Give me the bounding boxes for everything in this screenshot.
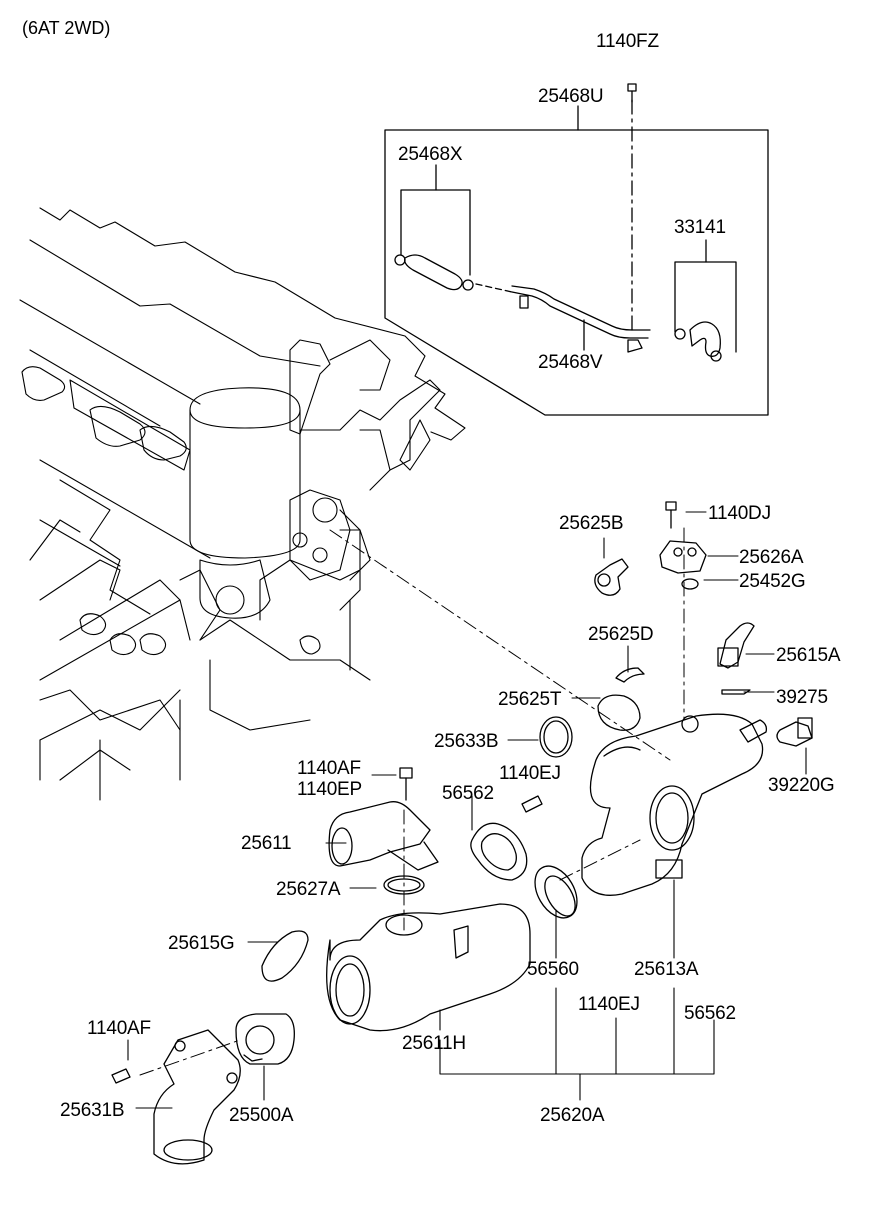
label-56562-top[interactable]: 56562 bbox=[442, 783, 494, 804]
label-25620A[interactable]: 25620A bbox=[540, 1105, 605, 1126]
label-1140EJ-top[interactable]: 1140EJ bbox=[499, 763, 561, 784]
label-25468X[interactable]: 25468X bbox=[398, 144, 463, 165]
label-25625T[interactable]: 25625T bbox=[498, 689, 562, 710]
diagram-variant-header: (6AT 2WD) bbox=[22, 18, 111, 38]
label-25625B[interactable]: 25625B bbox=[559, 513, 624, 534]
label-25615G[interactable]: 25615G bbox=[168, 933, 235, 954]
label-33141[interactable]: 33141 bbox=[674, 217, 726, 238]
label-1140EJ-bottom[interactable]: 1140EJ bbox=[578, 994, 640, 1015]
label-1140AF-top[interactable]: 1140AF bbox=[297, 758, 361, 779]
label-25611[interactable]: 25611 bbox=[241, 833, 292, 854]
hose-assembly-frame bbox=[384, 83, 769, 416]
label-25631B[interactable]: 25631B bbox=[60, 1100, 125, 1121]
leader-lines bbox=[127, 511, 807, 1109]
alignment-lines bbox=[139, 527, 685, 1076]
label-25625D[interactable]: 25625D bbox=[588, 624, 654, 645]
label-39275[interactable]: 39275 bbox=[776, 687, 828, 708]
label-25633B[interactable]: 25633B bbox=[434, 731, 499, 752]
label-25468V[interactable]: 25468V bbox=[538, 352, 603, 373]
label-56562-bottom[interactable]: 56562 bbox=[684, 1003, 736, 1024]
label-25611H[interactable]: 25611H bbox=[402, 1033, 466, 1054]
label-56560[interactable]: 56560 bbox=[527, 959, 579, 980]
label-25615A[interactable]: 25615A bbox=[776, 645, 841, 666]
label-1140EP[interactable]: 1140EP bbox=[297, 779, 363, 800]
label-1140AF-bottom[interactable]: 1140AF bbox=[87, 1018, 151, 1039]
parts bbox=[111, 501, 813, 1165]
label-25468U[interactable]: 25468U bbox=[538, 86, 604, 107]
engine-block-outline bbox=[19, 207, 466, 801]
label-25626A[interactable]: 25626A bbox=[739, 547, 804, 568]
label-1140DJ[interactable]: 1140DJ bbox=[708, 503, 771, 524]
label-39220G[interactable]: 39220G bbox=[768, 775, 835, 796]
label-25500A[interactable]: 25500A bbox=[229, 1105, 294, 1126]
label-25452G[interactable]: 25452G bbox=[739, 571, 806, 592]
label-25627A[interactable]: 25627A bbox=[276, 879, 341, 900]
label-25613A[interactable]: 25613A bbox=[634, 959, 699, 980]
label-1140FZ[interactable]: 1140FZ bbox=[596, 31, 659, 52]
